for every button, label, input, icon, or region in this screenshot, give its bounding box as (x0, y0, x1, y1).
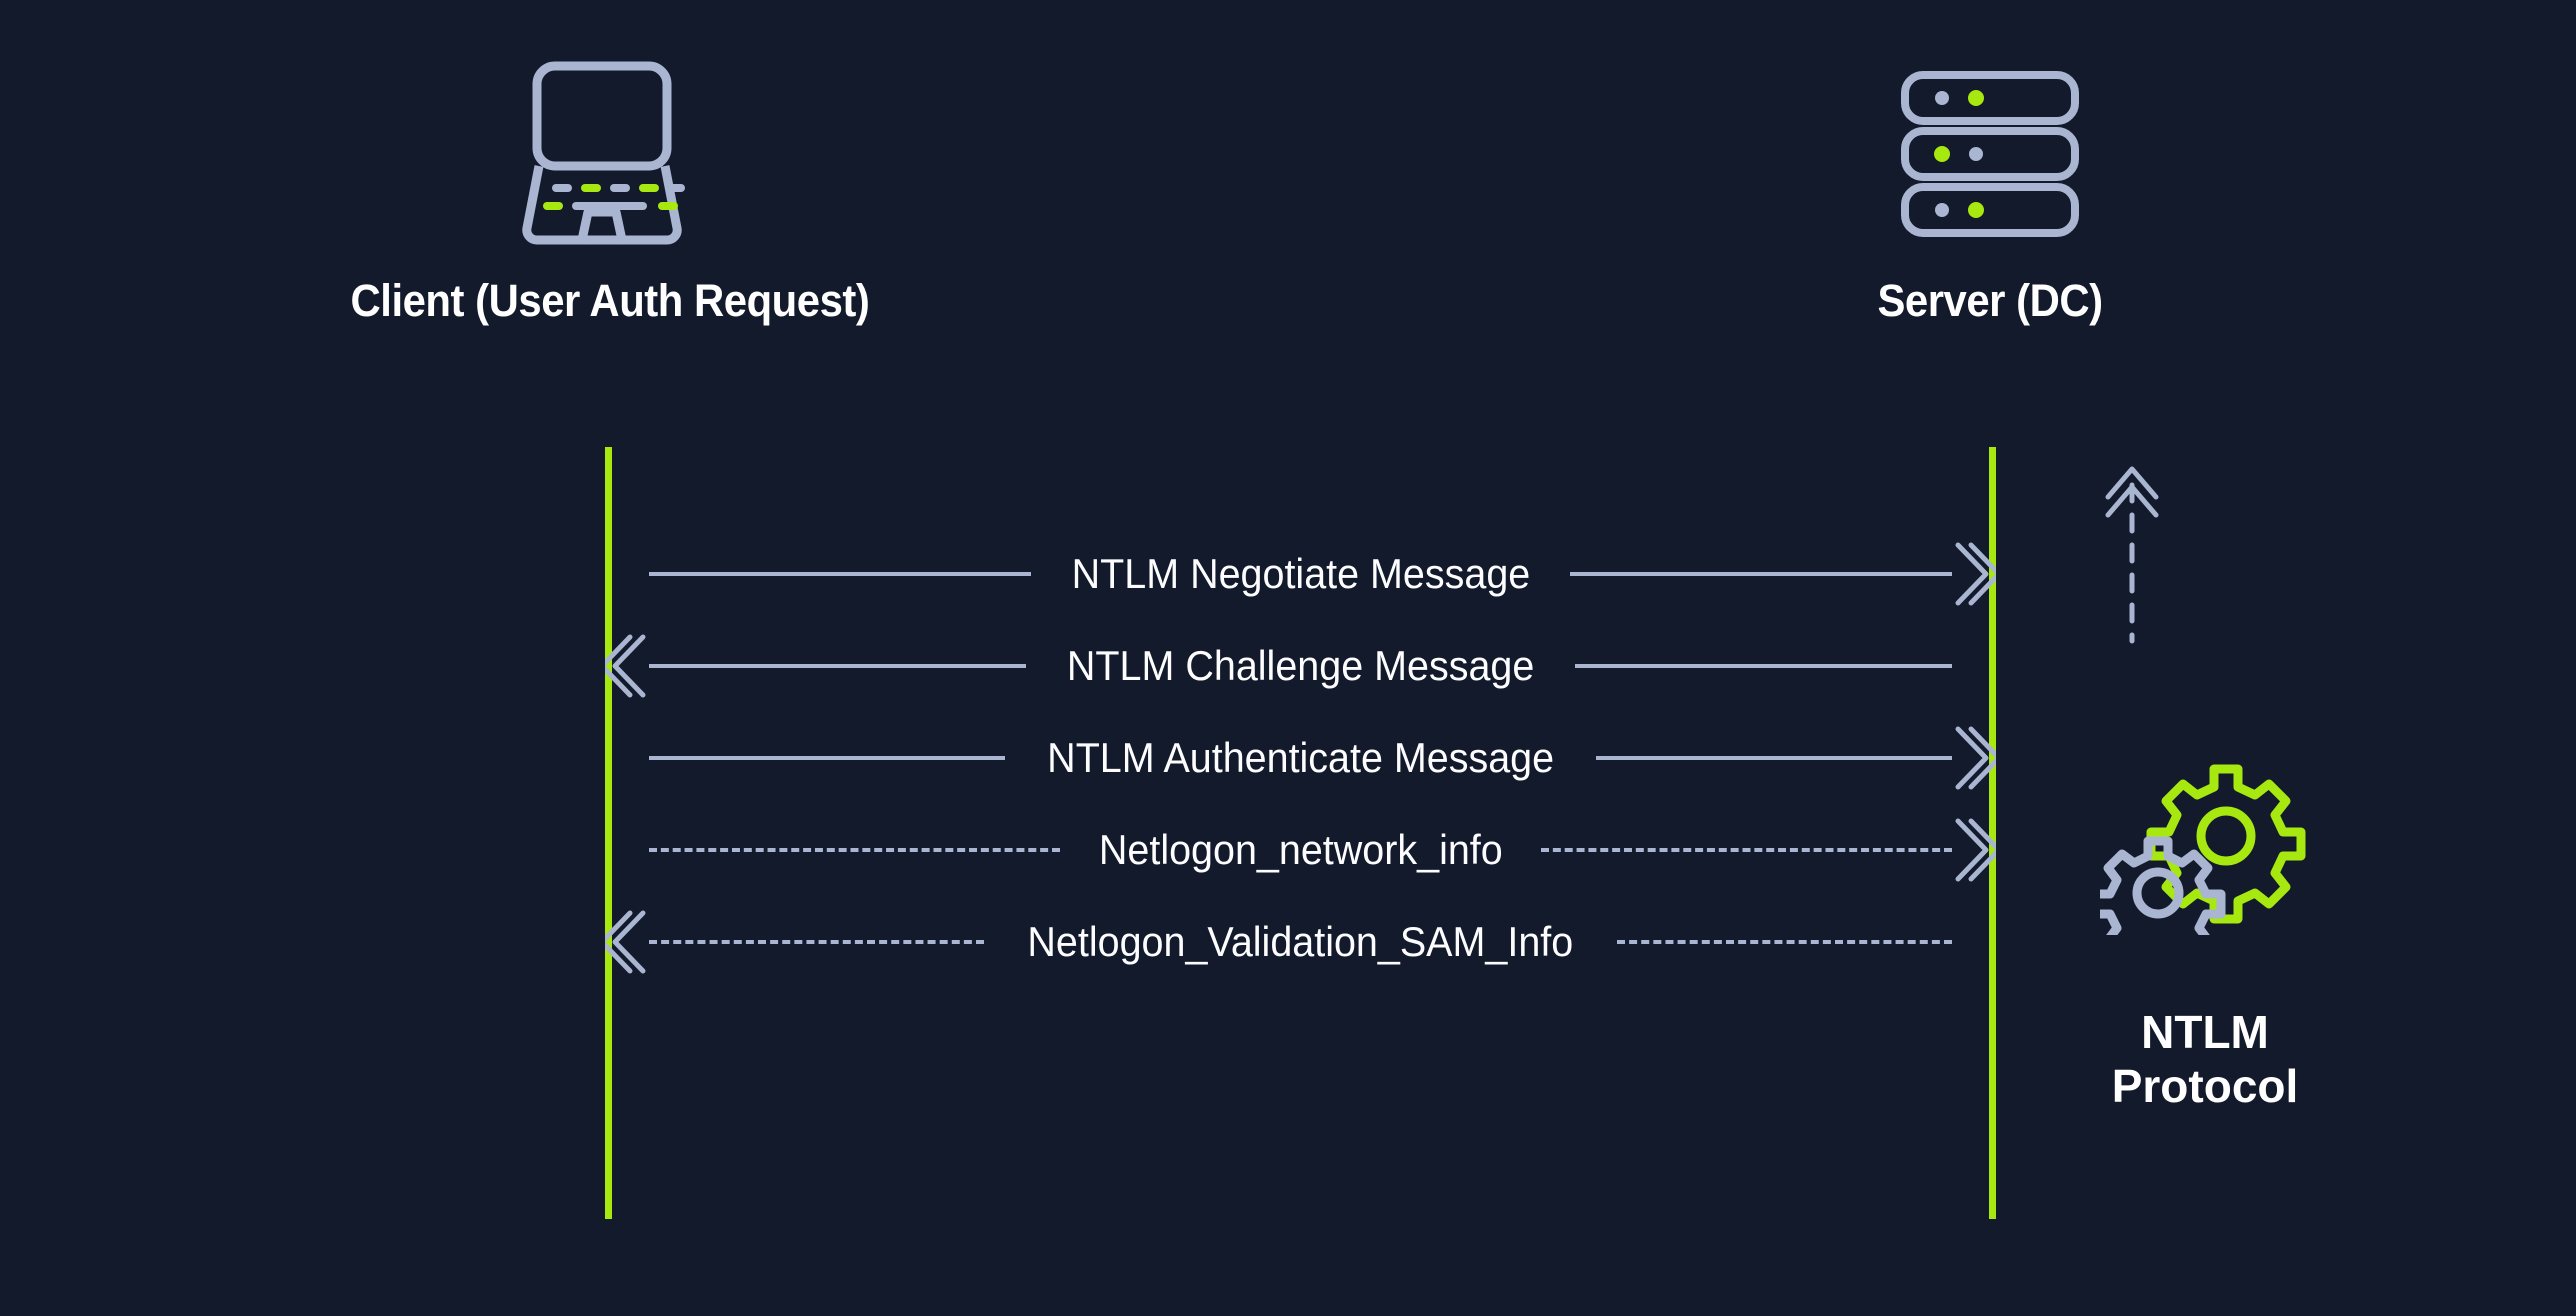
double-chevron-right-icon (1955, 818, 1996, 882)
message-line-left (649, 756, 1005, 760)
message-line-left (649, 572, 1031, 576)
double-chevron-up-icon (2102, 455, 2162, 650)
message-line-right (1596, 756, 1952, 760)
message-line-left (649, 940, 985, 944)
message-line-right (1541, 848, 1952, 852)
actor-client: Client (User Auth Request) (280, 60, 940, 327)
message-line-right (1616, 940, 1952, 944)
message-line-right (1570, 572, 1953, 576)
protocol-caption-line1: NTLM (2141, 1006, 2269, 1058)
message-row: NTLM Negotiate Message (605, 528, 1997, 620)
message-label: Netlogon_Validation_SAM_Info (1027, 918, 1574, 965)
actor-server-label: Server (DC) (1877, 275, 2103, 326)
double-chevron-left-icon (605, 910, 646, 974)
actor-client-label: Client (User Auth Request) (350, 275, 870, 326)
message-line-left (649, 664, 1026, 668)
message-row: Netlogon_network_info (605, 804, 1996, 896)
protocol-annotation: NTLM Protocol (2040, 455, 2370, 1115)
message-label: NTLM Negotiate Message (1071, 550, 1530, 597)
message-label: Netlogon_network_info (1098, 826, 1503, 873)
message-row: Netlogon_Validation_SAM_Info (605, 896, 1996, 988)
actor-server: Server (DC) (1700, 70, 2280, 327)
protocol-caption-line2: Protocol (2111, 1060, 2299, 1113)
lifeline-server (1989, 447, 1996, 1219)
server-stack-icon (1900, 70, 2080, 253)
message-row: NTLM Authenticate Message (605, 712, 1996, 804)
message-row: NTLM Challenge Message (605, 620, 1996, 712)
protocol-caption: NTLM Protocol (2040, 1005, 2370, 1114)
gear-icon-green (2146, 764, 2306, 924)
laptop-icon (515, 60, 705, 253)
message-line-right (1575, 664, 1953, 668)
gears-group (2090, 745, 2310, 972)
double-chevron-right-icon (1955, 726, 1996, 790)
double-chevron-right-icon (1955, 542, 1997, 606)
message-line-left (649, 848, 1060, 852)
lifeline-client (605, 447, 612, 1219)
message-label: NTLM Authenticate Message (1047, 734, 1554, 781)
message-label: NTLM Challenge Message (1066, 642, 1535, 689)
double-chevron-left-icon (605, 634, 646, 698)
